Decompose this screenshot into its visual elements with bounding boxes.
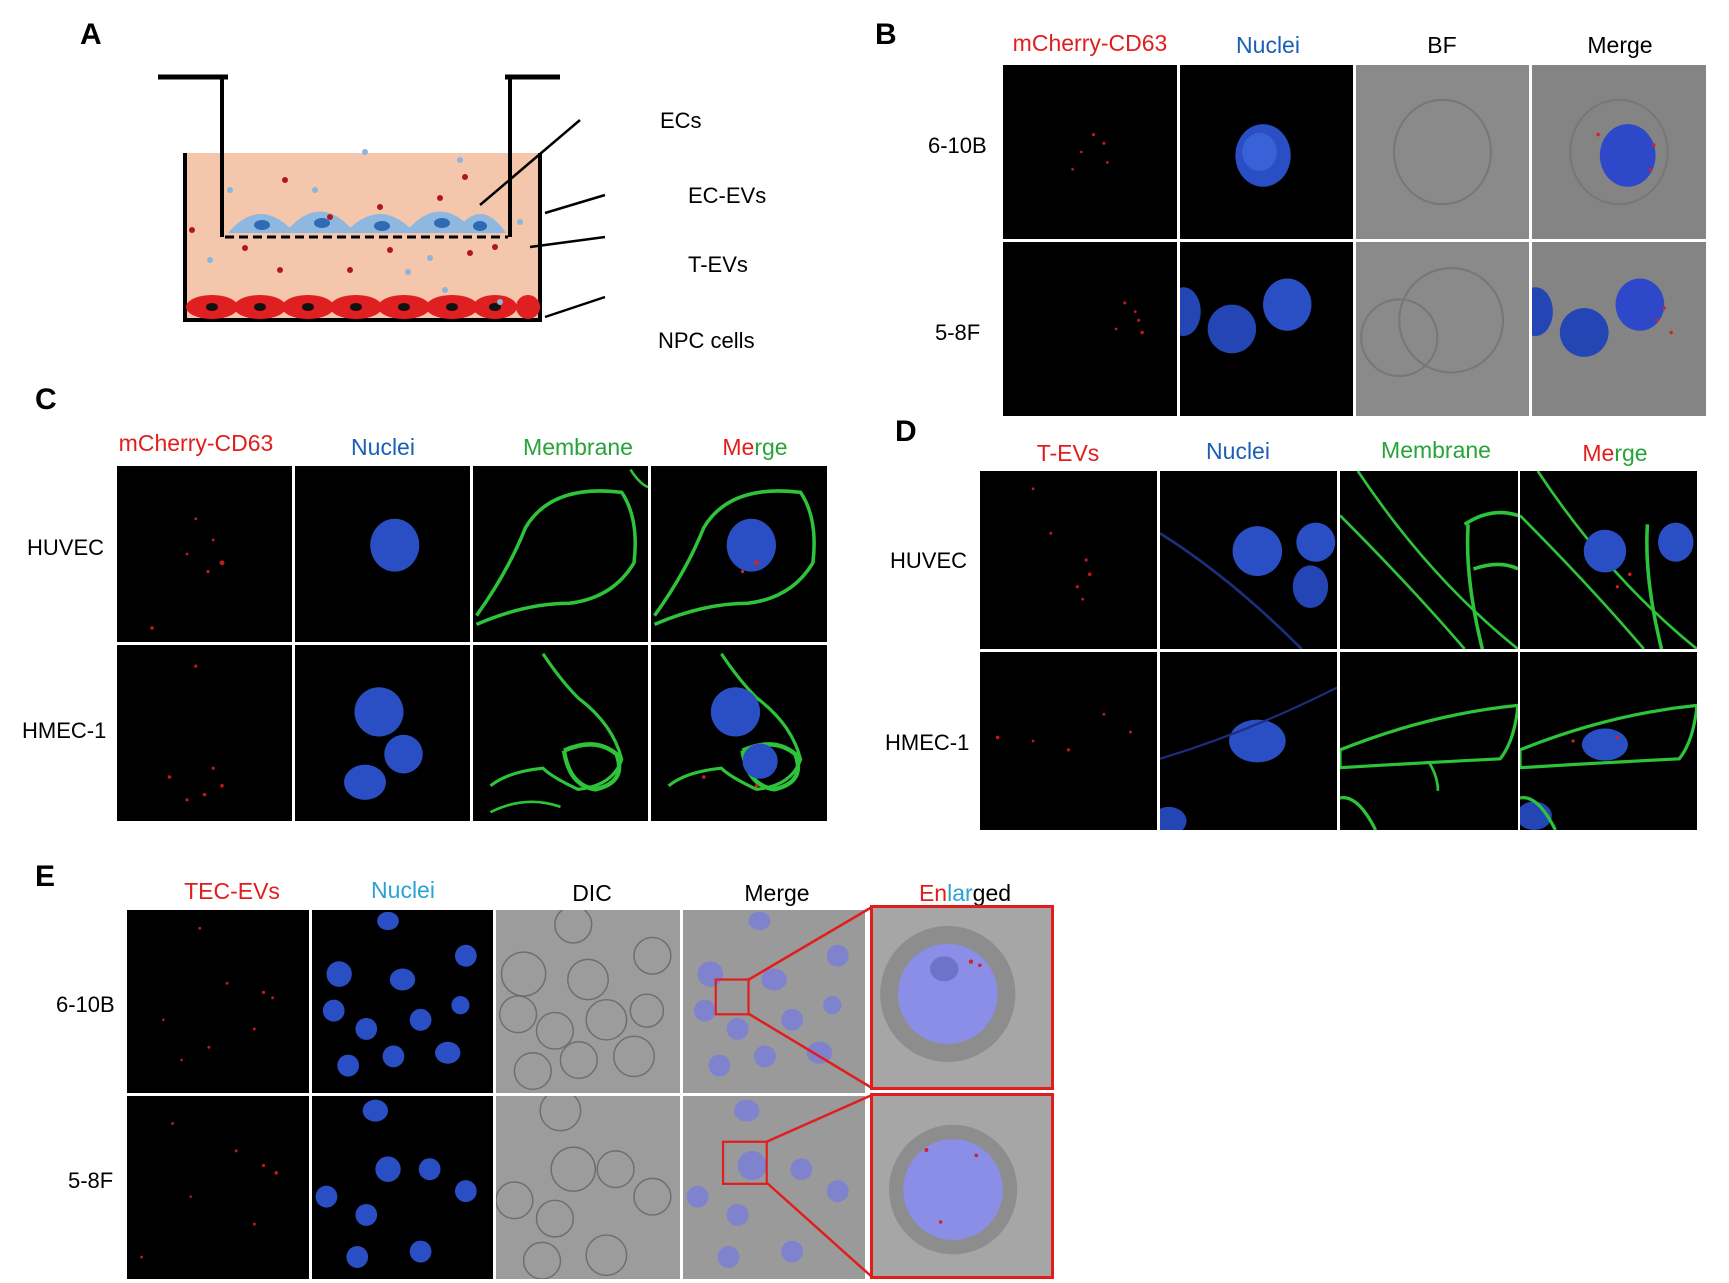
micrograph xyxy=(312,910,493,1093)
panel-a-letter: A xyxy=(80,18,102,51)
micrograph xyxy=(683,910,865,1093)
merge-part-green: rge xyxy=(754,434,788,460)
micrograph xyxy=(473,645,648,821)
micrograph xyxy=(1356,65,1529,239)
label-npc-cells: NPC cells xyxy=(658,328,755,353)
micrograph xyxy=(1520,652,1697,830)
enlarged-micrograph xyxy=(870,905,1054,1090)
micrograph xyxy=(312,1096,493,1279)
micrograph xyxy=(295,466,470,642)
micrograph xyxy=(1356,242,1529,416)
panel-b-row-5-8f: 5-8F xyxy=(935,320,981,345)
panel-c-letter: C xyxy=(35,383,57,416)
panel-b-col-merge: Merge xyxy=(1587,32,1653,58)
panel-b-letter: B xyxy=(875,18,897,51)
panel-d-col-t-evs: T-EVs xyxy=(1036,440,1100,466)
micrograph xyxy=(980,471,1157,649)
panel-e-col-nuclei: Nuclei xyxy=(371,877,435,903)
panel-e-row-6-10b: 6-10B xyxy=(56,992,115,1017)
enlarged-part-blue: lar xyxy=(947,880,973,906)
panel-c-row-hmec-1: HMEC-1 xyxy=(22,718,107,743)
micrograph xyxy=(1520,471,1697,649)
panel-b-col-nuclei: Nuclei xyxy=(1236,32,1300,58)
panel-c-col-mcherry: mCherry-CD63 xyxy=(118,430,274,456)
panel-e-col-dic: DIC xyxy=(572,880,612,906)
merge-part-red: Me xyxy=(1582,440,1615,466)
panel-d-row-huvec: HUVEC xyxy=(890,548,968,573)
micrograph xyxy=(496,910,680,1093)
micrograph xyxy=(651,466,827,642)
micrograph xyxy=(1180,242,1353,416)
micrograph xyxy=(1003,65,1177,239)
panel-c-col-merge: Merge xyxy=(722,434,787,461)
enlarged-part-red: En xyxy=(918,880,948,906)
transwell-diagram xyxy=(150,65,620,335)
panel-d-col-nuclei: Nuclei xyxy=(1206,438,1270,464)
micrograph xyxy=(1340,471,1518,649)
micrograph xyxy=(980,652,1157,830)
micrograph xyxy=(1340,652,1518,830)
micrograph xyxy=(1532,242,1706,416)
label-ecs: ECs xyxy=(660,108,702,133)
enlarged-part-black: ged xyxy=(972,880,1012,906)
panel-b-col-mcherry: mCherry-CD63 xyxy=(1012,30,1168,56)
micrograph xyxy=(295,645,470,821)
micrograph xyxy=(1003,242,1177,416)
micrograph xyxy=(127,910,309,1093)
label-ec-evs: EC-EVs xyxy=(688,183,767,208)
panel-d-letter: D xyxy=(895,415,917,448)
micrograph xyxy=(117,466,292,642)
merge-part-red: Me xyxy=(722,434,755,460)
micrograph xyxy=(1180,65,1353,239)
panel-c-col-membrane: Membrane xyxy=(523,434,633,460)
micrograph xyxy=(683,1096,865,1279)
enlarged-micrograph xyxy=(870,1093,1054,1279)
micrograph xyxy=(473,466,648,642)
micrograph xyxy=(1532,65,1706,239)
micrograph xyxy=(1160,471,1337,649)
panel-e-col-merge: Merge xyxy=(744,880,810,906)
panel-d-col-membrane: Membrane xyxy=(1381,437,1491,463)
micrograph xyxy=(127,1096,309,1279)
panel-b-row-6-10b: 6-10B xyxy=(928,133,987,158)
panel-d-row-hmec-1: HMEC-1 xyxy=(885,730,970,755)
panel-e-letter: E xyxy=(35,860,56,893)
panel-e-col-enlarged: Enlarged xyxy=(919,880,1011,907)
panel-c-row-huvec: HUVEC xyxy=(27,535,105,560)
micrograph xyxy=(117,645,292,821)
panel-e-row-5-8f: 5-8F xyxy=(68,1168,114,1193)
panel-d-col-merge: Merge xyxy=(1582,440,1647,467)
panel-b-col-bf: BF xyxy=(1427,32,1457,58)
micrograph xyxy=(1160,652,1337,830)
label-t-evs: T-EVs xyxy=(688,252,748,277)
merge-part-green: rge xyxy=(1614,440,1648,466)
panel-c-col-nuclei: Nuclei xyxy=(351,434,415,460)
micrograph xyxy=(496,1096,680,1279)
micrograph xyxy=(651,645,827,821)
panel-e-col-tec-evs: TEC-EVs xyxy=(184,878,280,904)
